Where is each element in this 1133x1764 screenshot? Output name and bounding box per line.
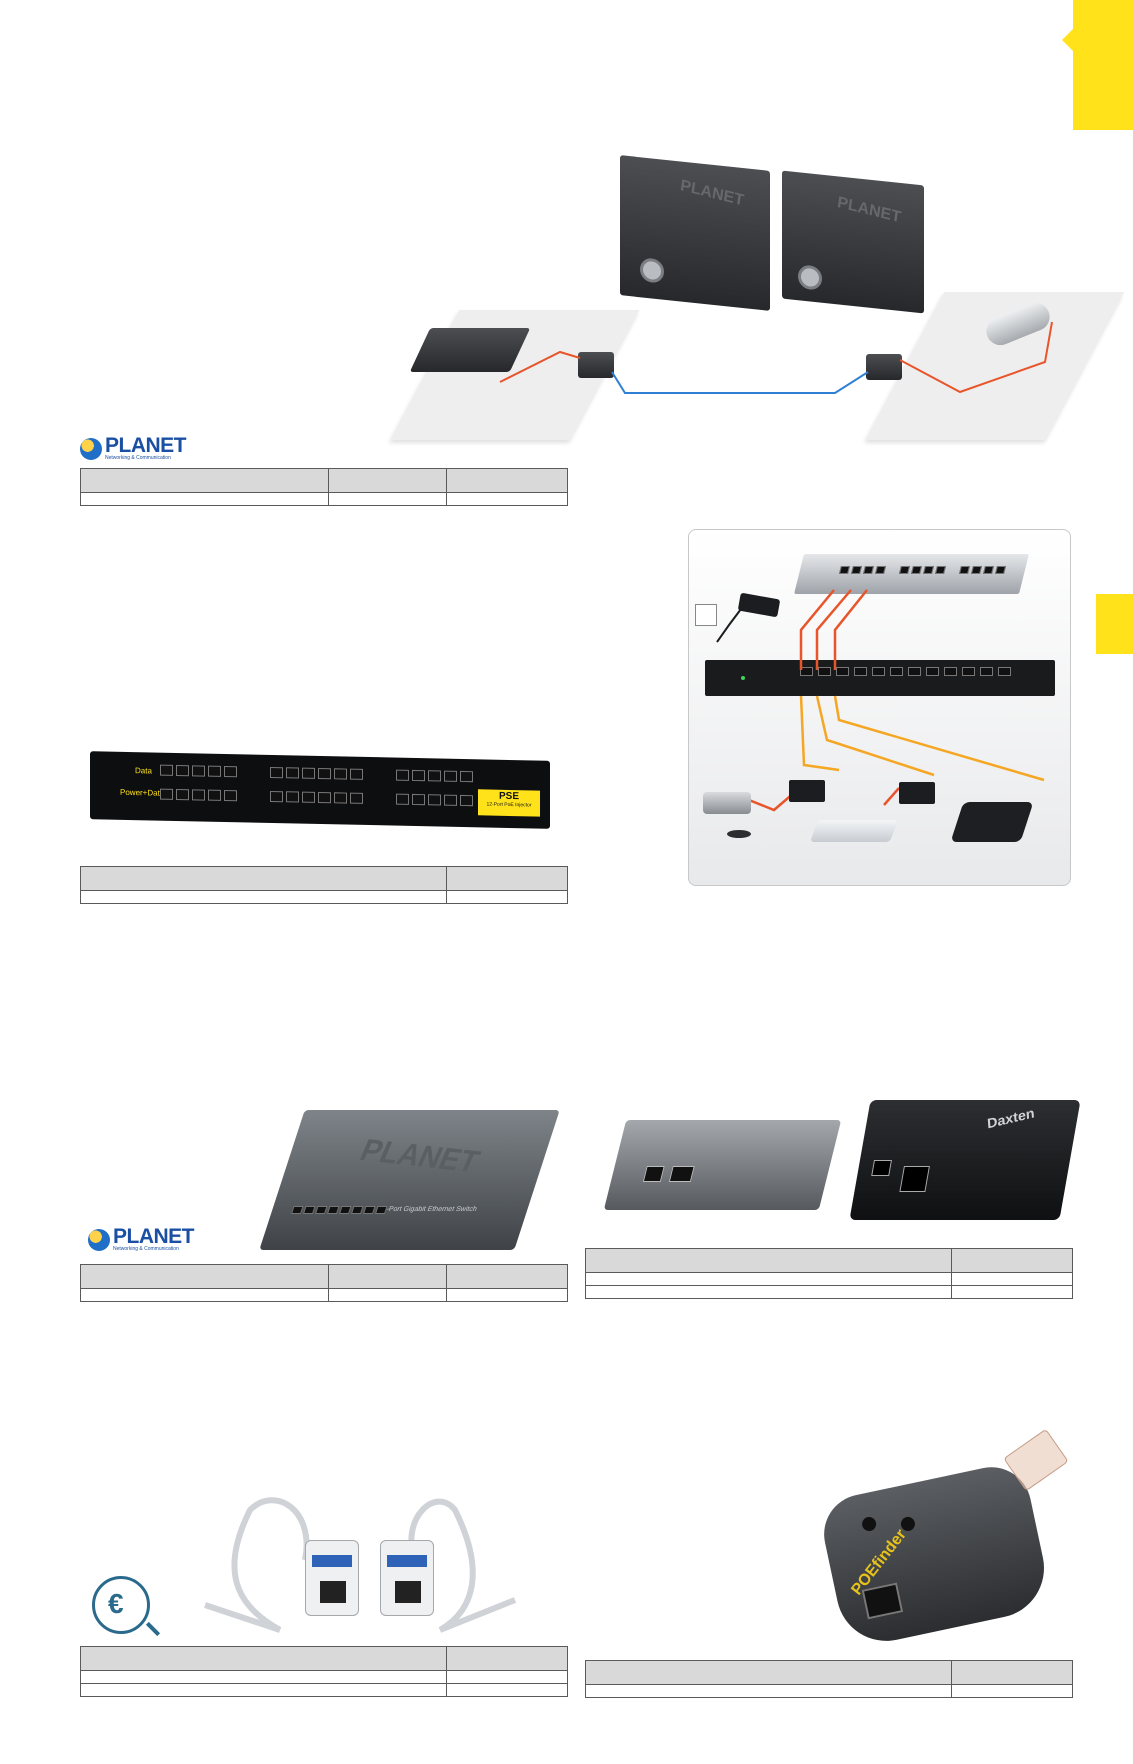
page-tab-notch [1062, 28, 1074, 52]
planet-logo: PLANET Networking & Communication [80, 434, 187, 461]
spec-table-1 [80, 468, 568, 506]
logo-tagline: Networking & Communication [113, 1246, 179, 1252]
adapter-label-strip [312, 1555, 352, 1567]
poe-cables [716, 589, 1045, 812]
sfp-port-icon [668, 1166, 695, 1182]
panel-label-power: Power+Data [120, 787, 165, 798]
rj45-port-icon [871, 1160, 892, 1176]
switch-sub-label: 8-Port Gigabit Ethernet Switch [381, 1206, 478, 1213]
spec-table-4 [585, 1248, 1073, 1299]
euro-magnifier-icon: € [92, 1576, 161, 1637]
power-led-icon [741, 676, 745, 680]
fiber-port-icon [899, 1166, 930, 1192]
adapter-right-icon [866, 354, 902, 380]
port-row-bottom [160, 788, 473, 807]
globe-icon [80, 437, 102, 460]
power-outlet-icon [695, 604, 717, 626]
ip-camera-icon [703, 792, 751, 814]
led-button-icon [860, 1515, 878, 1533]
poe-splitter-icon [789, 780, 825, 802]
port-row-top [160, 764, 473, 783]
poe-injector-rack-icon [705, 660, 1055, 696]
poe-patch-panel: Data Power+Data PSE 12-Port PoE Injector [90, 751, 550, 829]
adapter-label-strip [387, 1555, 427, 1567]
pse-sticker: PSE 12-Port PoE Injector [478, 789, 540, 817]
adapter-left-icon [578, 352, 614, 378]
rj45-port-icon [320, 1581, 346, 1603]
switch-brand-label: PLANET [354, 1133, 485, 1180]
poe-adapter-female [380, 1540, 434, 1616]
logo-name: PLANET [105, 434, 187, 457]
logo-name: PLANET [113, 1225, 195, 1248]
passive-poe-cables [204, 1497, 517, 1633]
page-tab-middle [1096, 594, 1133, 654]
panel-label-data: Data [135, 766, 152, 776]
rj45-port-icon [861, 1582, 904, 1620]
gigabit-switch: PLANET 8-Port Gigabit Ethernet Switch [259, 1110, 560, 1250]
spec-table-3 [80, 1264, 568, 1302]
poe-finder-device: POEfinder [816, 1459, 1054, 1651]
spec-table-6 [585, 1660, 1073, 1698]
media-converter-2: Daxten [849, 1100, 1081, 1220]
planet-logo-2: PLANET Networking & Communication [88, 1225, 195, 1252]
logo-tagline: Networking & Communication [105, 455, 171, 461]
switch-ports [290, 1206, 388, 1214]
globe-icon [88, 1228, 110, 1251]
poe-adapter-male [305, 1540, 359, 1616]
ip-phone-icon [950, 802, 1034, 842]
rj45-port-icon [642, 1166, 665, 1182]
spec-table-5 [80, 1646, 568, 1697]
pse-sticker-subtitle: 12-Port PoE Injector [486, 801, 532, 809]
poe-splitter-icon [899, 782, 935, 804]
rj45-port-icon [395, 1581, 421, 1603]
page-tab-top [1073, 0, 1133, 130]
converter-brand-label: Daxten [986, 1104, 1035, 1132]
coax-cables [499, 321, 1053, 394]
spec-table-2 [80, 866, 568, 904]
poe-network-diagram [688, 529, 1071, 886]
wireless-router-icon [809, 820, 899, 842]
media-converter-1 [603, 1120, 842, 1210]
camera-stand-icon [727, 830, 751, 838]
